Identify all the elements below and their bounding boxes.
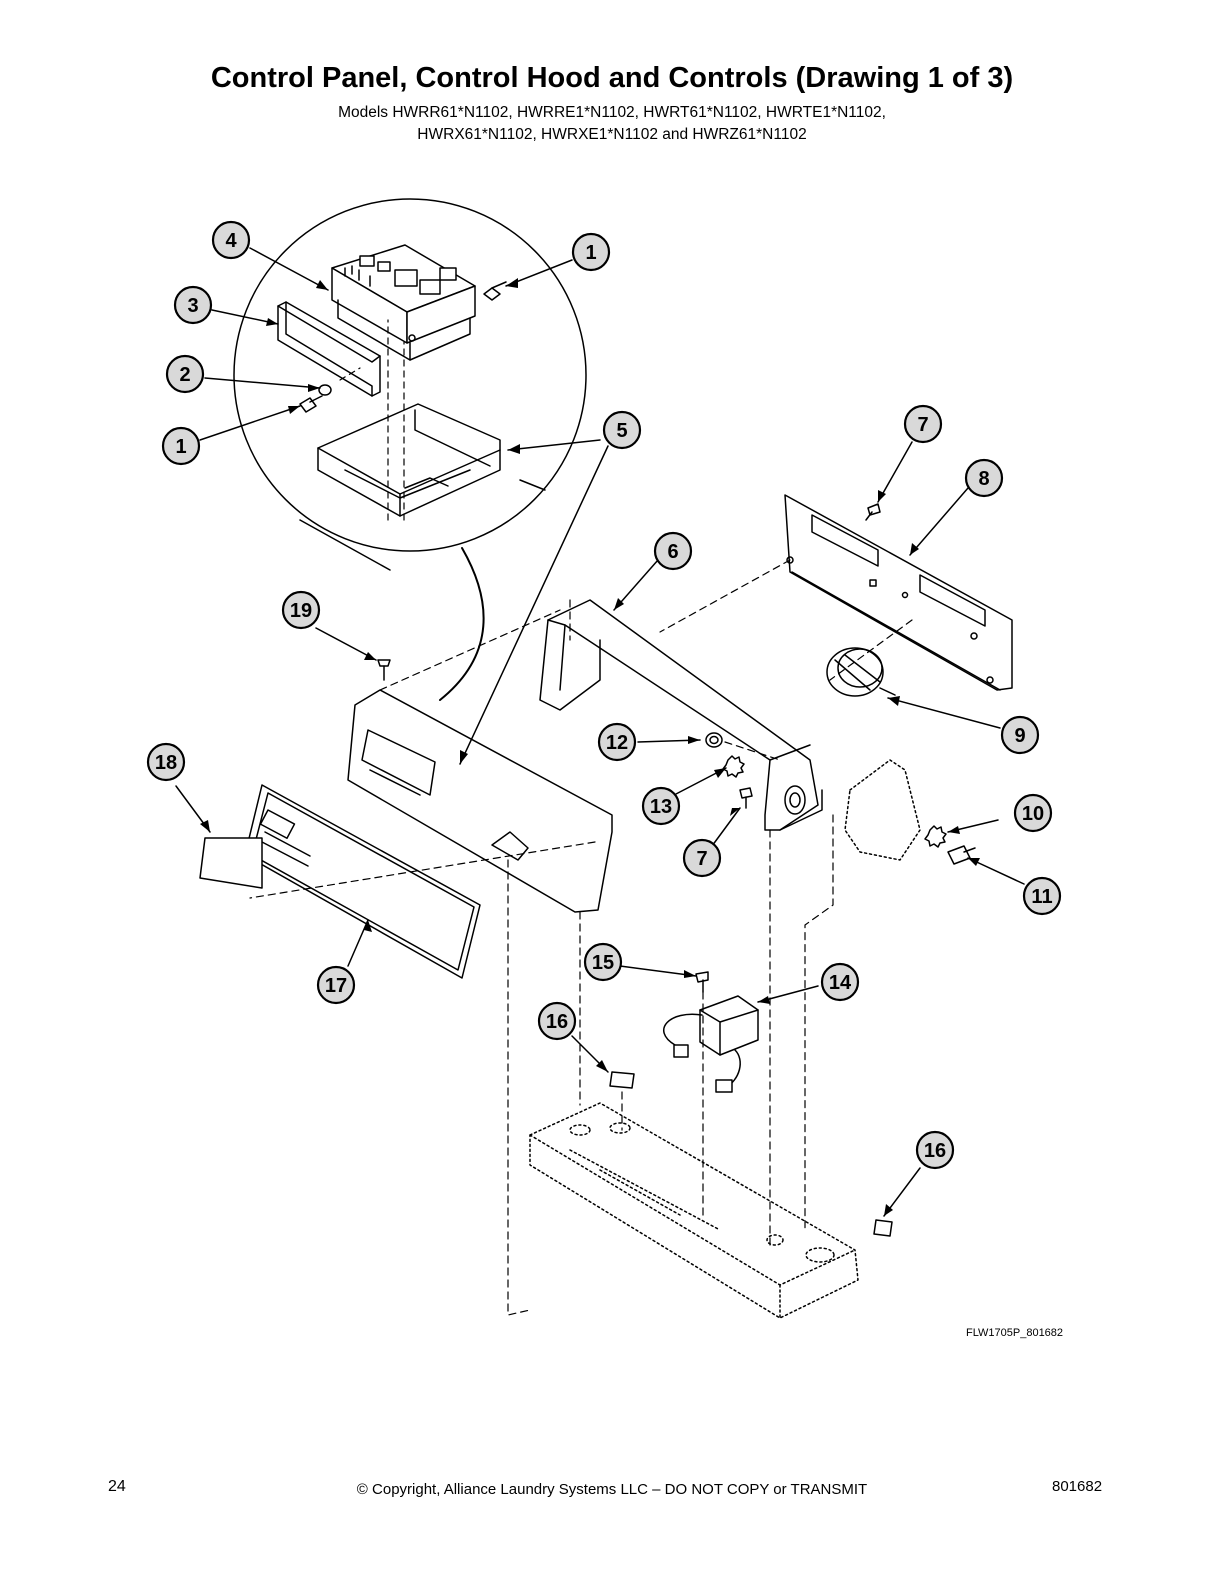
callout-label: 10 bbox=[1022, 803, 1044, 825]
callout-10-circle bbox=[1013, 793, 1053, 833]
screw-part-detail bbox=[299, 395, 323, 413]
callout-label: 14 bbox=[829, 972, 852, 994]
washer-part bbox=[318, 384, 332, 396]
callout-16b-circle bbox=[915, 1130, 955, 1170]
label-part bbox=[199, 837, 263, 889]
leader-lines bbox=[175, 247, 1025, 1217]
callout-2-circle bbox=[165, 354, 205, 394]
control-board-part bbox=[331, 244, 476, 361]
bracket-part bbox=[277, 301, 381, 397]
control-panel-part bbox=[347, 689, 613, 913]
callout-4-circle bbox=[211, 220, 251, 260]
callout-1b-circle bbox=[571, 232, 611, 272]
callout-12-circle bbox=[597, 722, 637, 762]
nut-12-part bbox=[705, 732, 723, 748]
document-number: 801682 bbox=[1052, 1478, 1103, 1495]
rear-plate-part bbox=[784, 494, 1013, 691]
screw-7-top-part bbox=[865, 503, 881, 521]
callout-18-circle bbox=[146, 742, 186, 782]
callout-label: 3 bbox=[187, 295, 198, 317]
page-title: Control Panel, Control Hood and Controls… bbox=[210, 62, 1014, 94]
callout-label: 6 bbox=[667, 541, 678, 563]
screw-part-top bbox=[483, 281, 507, 301]
callout-label: 19 bbox=[290, 600, 312, 622]
star-washer-10-part bbox=[924, 825, 947, 848]
callout-label: 16 bbox=[924, 1140, 946, 1162]
callout-label: 12 bbox=[606, 732, 628, 754]
callout-label: 1 bbox=[175, 436, 186, 458]
star-washer-13-part bbox=[722, 755, 745, 778]
callout-17-circle bbox=[316, 965, 356, 1005]
callout-14-circle bbox=[820, 962, 860, 1002]
detail-connector-line bbox=[439, 547, 485, 701]
label-16-left-part bbox=[609, 1071, 635, 1089]
callout-label: 5 bbox=[616, 420, 627, 442]
callout-3-circle bbox=[173, 285, 213, 325]
callout-label: 11 bbox=[1031, 886, 1052, 908]
mounting-tray-part bbox=[317, 403, 501, 517]
callout-label: 18 bbox=[155, 752, 177, 774]
screw-15-part bbox=[695, 971, 709, 993]
callout-1a-circle bbox=[161, 426, 201, 466]
drawing-code: FLW1705P_801682 bbox=[966, 1327, 1064, 1339]
callout-label: 17 bbox=[325, 975, 347, 997]
models-line-2: HWRX61*N1102, HWRXE1*N1102 and HWRZ61*N1… bbox=[417, 126, 807, 143]
callout-5-circle bbox=[602, 410, 642, 450]
control-hood-part bbox=[539, 599, 823, 831]
callout-label: 15 bbox=[592, 952, 614, 974]
callout-9-circle bbox=[1000, 715, 1040, 755]
screw-19-part bbox=[377, 659, 391, 681]
callout-label: 9 bbox=[1014, 725, 1025, 747]
callout-16a-circle bbox=[537, 1001, 577, 1041]
screw-11-part bbox=[947, 845, 976, 865]
screw-7-lower-part bbox=[739, 787, 753, 809]
cabinet-top-part bbox=[529, 1102, 859, 1319]
callout-label: 2 bbox=[179, 364, 190, 386]
callout-6-circle bbox=[653, 531, 693, 571]
callout-13-circle bbox=[641, 786, 681, 826]
timer-part bbox=[826, 647, 896, 697]
callout-label: 7 bbox=[917, 414, 928, 436]
copyright-notice: © Copyright, Alliance Laundry Systems LL… bbox=[356, 1481, 868, 1498]
callout-label: 4 bbox=[225, 230, 237, 252]
dotted-bracket-part bbox=[844, 759, 921, 861]
callout-7a-circle bbox=[903, 404, 943, 444]
callout-8-circle bbox=[964, 458, 1004, 498]
console-overlay-part bbox=[244, 784, 481, 979]
page-number: 24 bbox=[108, 1478, 126, 1495]
label-16-right-part bbox=[873, 1219, 893, 1237]
detail-magnifier-circle bbox=[233, 198, 587, 552]
callout-19-circle bbox=[281, 590, 321, 630]
models-line-1: Models HWRR61*N1102, HWRRE1*N1102, HWRT6… bbox=[338, 104, 886, 121]
callout-label: 16 bbox=[546, 1011, 568, 1033]
callout-label: 7 bbox=[696, 848, 707, 870]
transformer-part bbox=[663, 995, 759, 1093]
callout-label: 1 bbox=[585, 242, 596, 264]
callout-label: 8 bbox=[978, 468, 989, 490]
callout-11-circle bbox=[1022, 876, 1062, 916]
callout-label: 13 bbox=[650, 796, 672, 818]
callout-15-circle bbox=[583, 942, 623, 982]
callout-7b-circle bbox=[682, 838, 722, 878]
